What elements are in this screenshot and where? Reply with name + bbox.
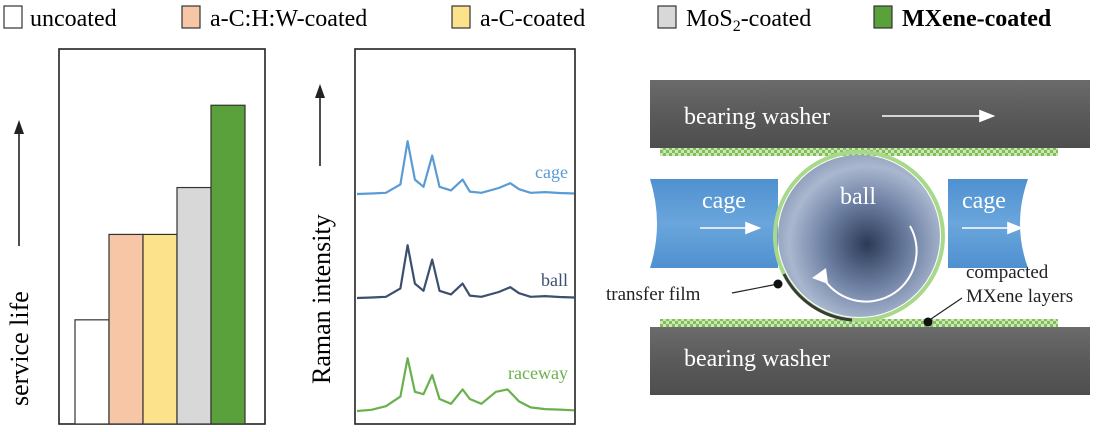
legend-item-ac: a-C-coated [451, 5, 585, 32]
left-cage-label: cage [702, 188, 746, 214]
series-label-ball: ball [541, 270, 568, 290]
raman-line-raceway [356, 357, 575, 413]
top-washer-label: bearing washer [684, 104, 830, 130]
ball-rotation-arrowhead [812, 268, 828, 284]
raman-chart-svg: Raman intensity cage ball raceway [307, 48, 576, 425]
raman-chart: Raman intensity cage ball raceway [290, 36, 590, 432]
legend-label-mos2: MoS2-coated [686, 6, 811, 35]
bar-mos2-coated [176, 186, 212, 425]
legend-item-mxene: MXene-coated [873, 5, 1052, 32]
ball-rotation-arrow [821, 225, 918, 303]
transfer-film-dot [773, 279, 783, 289]
bottom-mxene-layer [660, 319, 1058, 327]
transfer-film-ring [773, 150, 945, 322]
raman-axis-label: Raman intensity [307, 214, 336, 384]
right-cage [948, 179, 1028, 268]
transfer-film-dark-arc [782, 273, 853, 322]
raman-line-cage [356, 140, 575, 196]
transfer-film-leader [731, 283, 779, 294]
bar-a-c-h-w-coated [108, 233, 144, 425]
bar-a-c-coated [142, 233, 178, 425]
compacted-label-line2: MXene layers [966, 286, 1073, 307]
service-life-chart: service life [0, 36, 290, 432]
left-cage [650, 179, 778, 268]
service-life-chart-svg: service life [5, 48, 266, 425]
legend-swatch-mos2 [657, 5, 677, 29]
bearing-schematic: bearing washer bearing washer cage cage … [600, 36, 1100, 432]
series-label-raceway: raceway [508, 363, 568, 383]
legend-label-mxene: MXene-coated [902, 6, 1052, 32]
raman-line-ball [356, 244, 575, 300]
service-life-arrowhead [14, 120, 24, 134]
compacted-leader [927, 297, 963, 322]
service-life-axis-label: service life [5, 291, 34, 406]
bar-uncoated [74, 319, 110, 425]
legend-item-mos2: MoS2-coated [657, 5, 811, 35]
legend-swatch-ac [451, 5, 471, 29]
legend-svg: uncoated a-C:H:W-coated a-C-coated MoS2-… [3, 5, 1052, 35]
transfer-film-label: transfer film [606, 284, 701, 305]
legend-swatch-ach-w [181, 5, 201, 29]
top-bearing-washer [650, 80, 1090, 148]
legend-label-ac: a-C-coated [480, 6, 585, 32]
right-cage-label: cage [962, 188, 1006, 214]
raman-arrowhead [315, 84, 325, 98]
compacted-dot [923, 317, 933, 327]
bearing-schematic-svg: bearing washer bearing washer cage cage … [606, 80, 1090, 395]
legend-swatch-mxene [873, 5, 893, 29]
bar-mxene-coated [210, 104, 246, 425]
ball [778, 155, 940, 317]
legend: uncoated a-C:H:W-coated a-C-coated MoS2-… [0, 0, 1100, 36]
ball-label: ball [840, 184, 876, 210]
raman-chart-frame [354, 48, 576, 425]
compacted-label-line1: compacted [966, 262, 1049, 283]
legend-label-ach-w: a-C:H:W-coated [210, 6, 367, 32]
legend-item-ach-w: a-C:H:W-coated [181, 5, 367, 32]
bottom-washer-label: bearing washer [684, 346, 830, 372]
series-label-cage: cage [535, 162, 568, 182]
legend-item-uncoated: uncoated [3, 5, 117, 32]
bottom-bearing-washer [650, 327, 1090, 395]
legend-label-uncoated: uncoated [30, 6, 117, 32]
legend-swatch-uncoated [3, 5, 23, 29]
